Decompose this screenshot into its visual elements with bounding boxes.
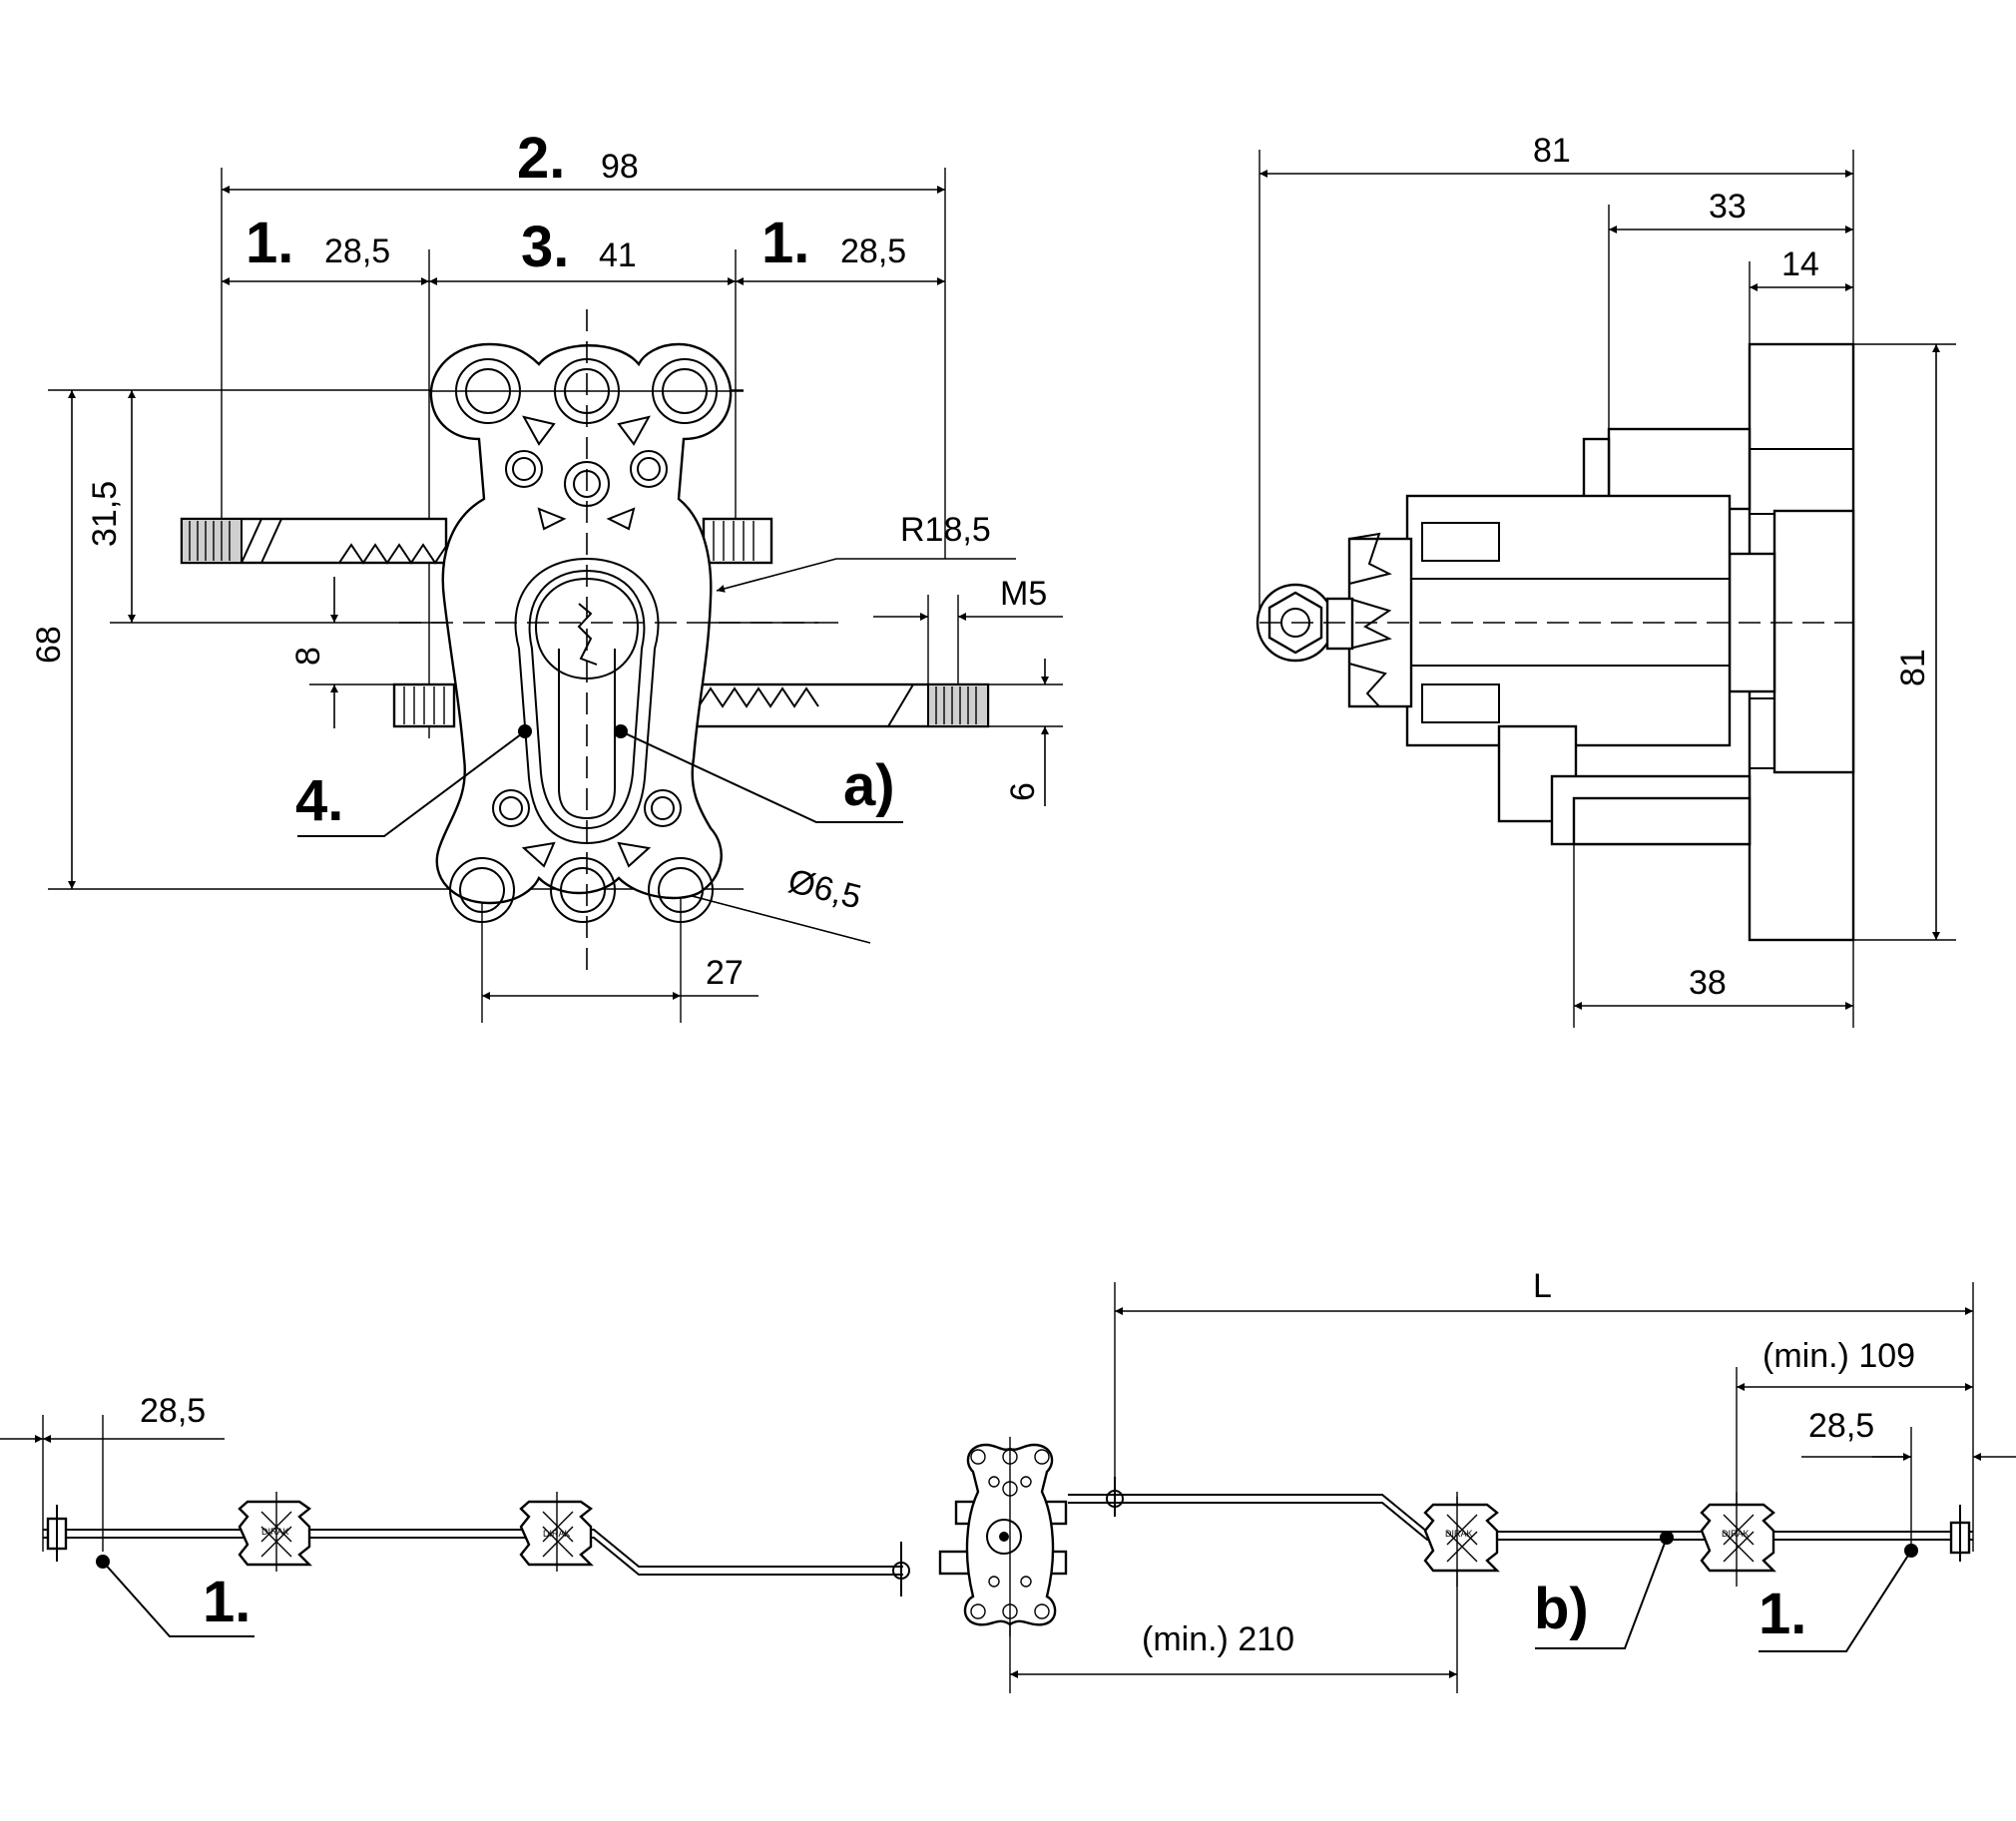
side-gear [1347, 532, 1413, 708]
upper-bar-right-stub [702, 517, 773, 565]
rod-guide-1: DIRAK [238, 1492, 312, 1572]
dim-98: 98 [601, 148, 639, 186]
dim-left-marker: 1. [246, 211, 293, 275]
dim-81-height: 81 [1894, 649, 1932, 686]
dim-right: 28,5 [840, 232, 906, 270]
asm-dim-min-210: (min.) 210 [1142, 1620, 1294, 1658]
central-lock-small [938, 1437, 1068, 1636]
asm-callout-b: b) [1534, 1577, 1589, 1641]
rod-guide-3: DIRAK [1423, 1492, 1500, 1587]
guide-label: DIRAK [1722, 1529, 1750, 1539]
dim-38: 38 [1689, 964, 1727, 1002]
dim-left: 28,5 [324, 232, 390, 270]
asm-dim-28-5-left: 28,5 [140, 1392, 206, 1430]
front-view: 2. 98 1. 28,5 3. 41 1. 28,5 68 31,5 8 6 [30, 126, 1063, 1023]
callout-a: a) [843, 753, 895, 818]
asm-callout-1-right: 1. [1759, 1582, 1806, 1646]
lower-bar-left-stub [392, 683, 456, 728]
dim-98-marker: 2. [517, 126, 565, 191]
rod-guide-4: DIRAK [1700, 1492, 1776, 1587]
assembly-view: 28,5 L (min.) 109 28,5 (min.) 210 [0, 1267, 2016, 1693]
dim-27: 27 [706, 954, 744, 992]
upper-connecting-bar [180, 517, 448, 565]
asm-dim-L: L [1533, 1267, 1552, 1305]
dim-6: 6 [1004, 782, 1042, 801]
dim-81-depth: 81 [1533, 132, 1571, 170]
side-view: 81 33 14 81 38 [1256, 132, 1956, 1028]
dim-33: 33 [1709, 188, 1747, 226]
asm-dim-min-109: (min.) 109 [1763, 1337, 1915, 1375]
dim-31-5: 31,5 [86, 481, 124, 547]
dim-m5: M5 [1000, 575, 1047, 613]
asm-dim-28-5-right: 28,5 [1808, 1407, 1874, 1445]
guide-label: DIRAK [261, 1527, 289, 1537]
dim-r18-5: R18,5 [900, 511, 991, 549]
lower-connecting-bar [687, 683, 990, 728]
dim-14: 14 [1781, 245, 1819, 283]
dim-hole: Ø6,5 [784, 862, 865, 917]
dim-right-marker: 1. [761, 211, 809, 275]
dim-center: 41 [599, 236, 637, 274]
dim-68: 68 [30, 626, 68, 664]
dim-center-marker: 3. [521, 215, 569, 279]
rod-guide-2: DIRAK [519, 1492, 594, 1572]
callout-4: 4. [295, 768, 343, 833]
asm-callout-1-left: 1. [203, 1570, 251, 1634]
dim-8: 8 [289, 647, 327, 666]
guide-label: DIRAK [1445, 1529, 1473, 1539]
lock-housing-front [399, 309, 818, 973]
